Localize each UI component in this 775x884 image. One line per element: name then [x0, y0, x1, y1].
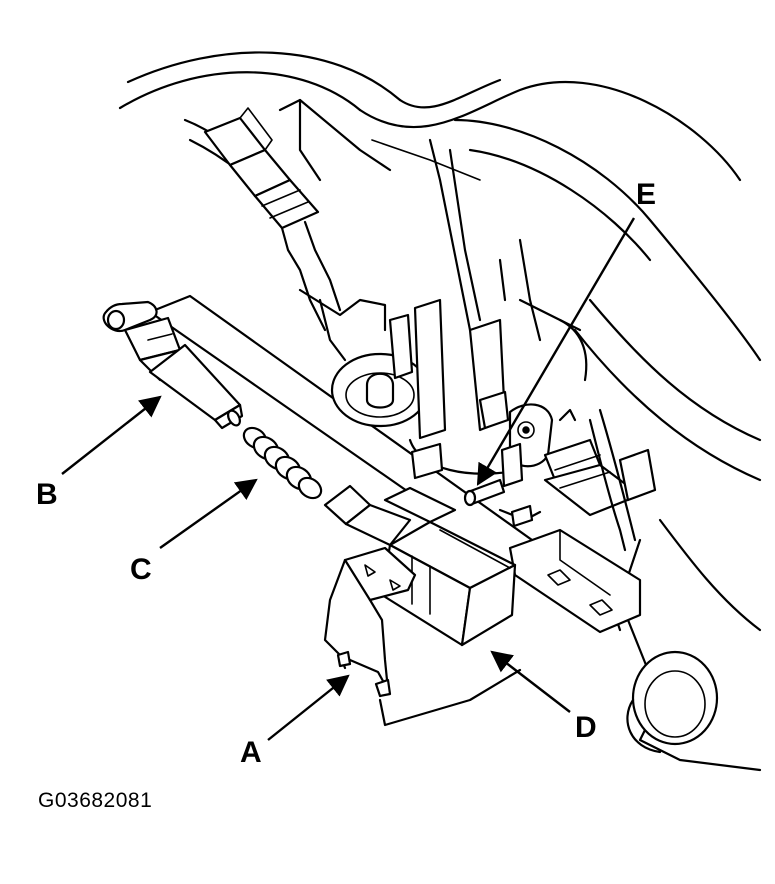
callout-e: E — [636, 178, 657, 211]
background-housing — [118, 51, 762, 772]
shift-mechanism — [330, 138, 657, 552]
leader-arrow-a — [267, 674, 350, 741]
leader-arrow-c — [159, 478, 258, 549]
part-c-spring — [242, 426, 323, 500]
part-a-clip — [323, 546, 417, 698]
leader-arrow-e — [476, 217, 636, 486]
leader-arrow-d — [490, 650, 571, 713]
callout-b: B — [36, 478, 58, 511]
callout-a: A — [240, 736, 262, 769]
callout-d: D — [575, 711, 597, 744]
leader-arrows — [61, 217, 636, 741]
part-b-pin — [102, 300, 244, 430]
wiring-connector — [183, 98, 392, 362]
figure-id-label: G03682081 — [38, 789, 153, 812]
callout-c: C — [130, 553, 152, 586]
leader-arrow-b — [61, 395, 162, 475]
